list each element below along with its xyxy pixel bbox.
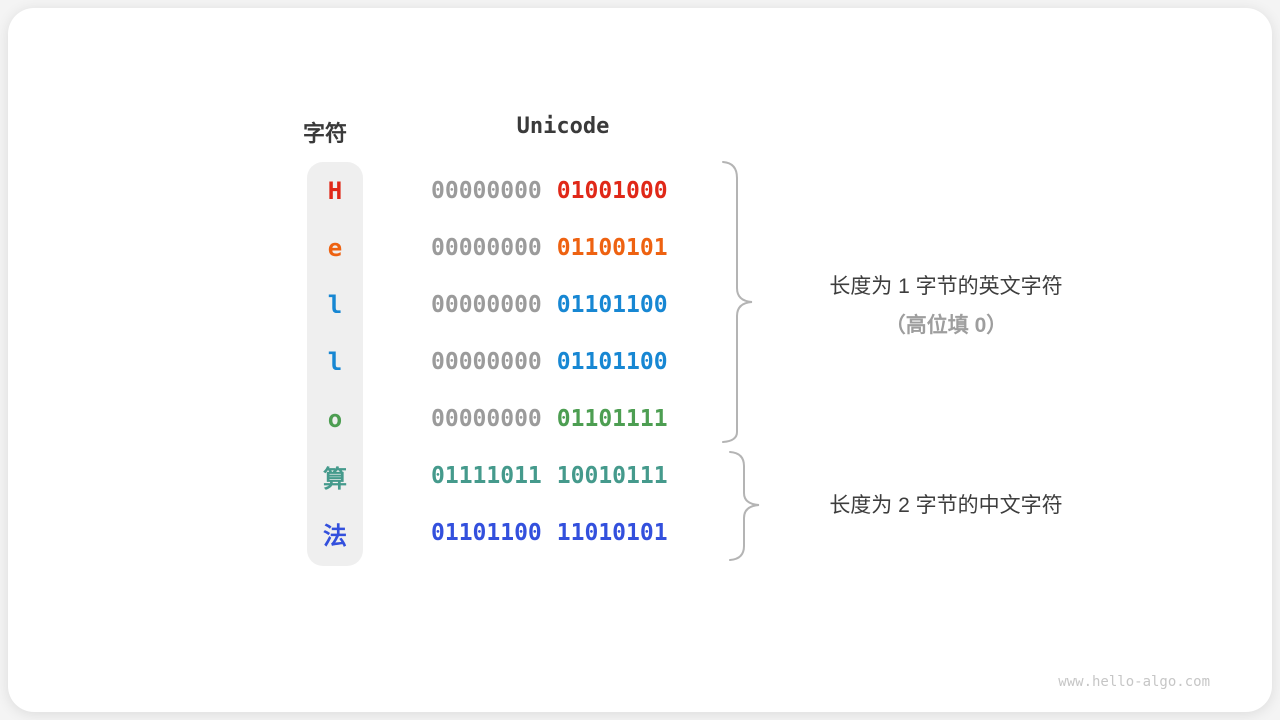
character-column-background	[307, 162, 363, 566]
char-column-header: 字符	[302, 121, 347, 146]
table-row: H 00000000 01001000	[307, 163, 668, 219]
unicode-high-byte: 00000000	[431, 235, 542, 261]
unicode-low-byte: 01101100	[556, 349, 668, 375]
unicode-column-header: Unicode	[516, 114, 610, 139]
unicode-high-byte: 00000000	[431, 349, 542, 375]
table-row: l 00000000 01101100	[307, 334, 668, 390]
unicode-low-byte: 01100101	[556, 235, 668, 261]
character-cell: o	[327, 405, 343, 433]
unicode-high-byte: 00000000	[431, 406, 542, 432]
unicode-high-byte: 00000000	[431, 178, 542, 204]
table-row: e 00000000 01100101	[307, 220, 668, 276]
unicode-high-byte: 01101100	[431, 520, 542, 546]
character-cell: H	[327, 177, 343, 205]
table-row: o 00000000 01101111	[307, 391, 668, 447]
character-cell: l	[327, 348, 343, 376]
unicode-low-byte: 01101111	[556, 406, 668, 432]
table-row: l 00000000 01101100	[307, 277, 668, 333]
character-cell: 法	[323, 521, 347, 550]
annotation-english-line2: （高位填 0）	[884, 314, 1008, 337]
unicode-high-byte: 01111011	[431, 463, 542, 489]
unicode-low-byte: 10010111	[556, 463, 668, 489]
unicode-low-byte: 11010101	[556, 520, 668, 546]
brace-english-group	[722, 161, 753, 443]
annotation-english-line1: 长度为 1 字节的英文字符	[829, 275, 1063, 298]
unicode-low-byte: 01001000	[556, 178, 668, 204]
unicode-low-byte: 01101100	[556, 292, 668, 318]
annotation-english-group: 长度为 1 字节的英文字符 （高位填 0）	[778, 270, 1114, 339]
character-cell: e	[327, 234, 343, 262]
character-cell: l	[327, 291, 343, 319]
annotation-chinese-group: 长度为 2 字节的中文字符	[829, 494, 1063, 517]
table-row: 法 01101100 11010101	[307, 505, 668, 561]
diagram-card: 字符 Unicode H 00000000 01001000 e 0000000…	[8, 8, 1272, 712]
table-row: 算 01111011 10010111	[307, 448, 668, 504]
unicode-high-byte: 00000000	[431, 292, 542, 318]
character-cell: 算	[323, 464, 347, 493]
brace-chinese-group	[729, 451, 760, 561]
watermark: www.hello-algo.com	[1058, 674, 1210, 690]
